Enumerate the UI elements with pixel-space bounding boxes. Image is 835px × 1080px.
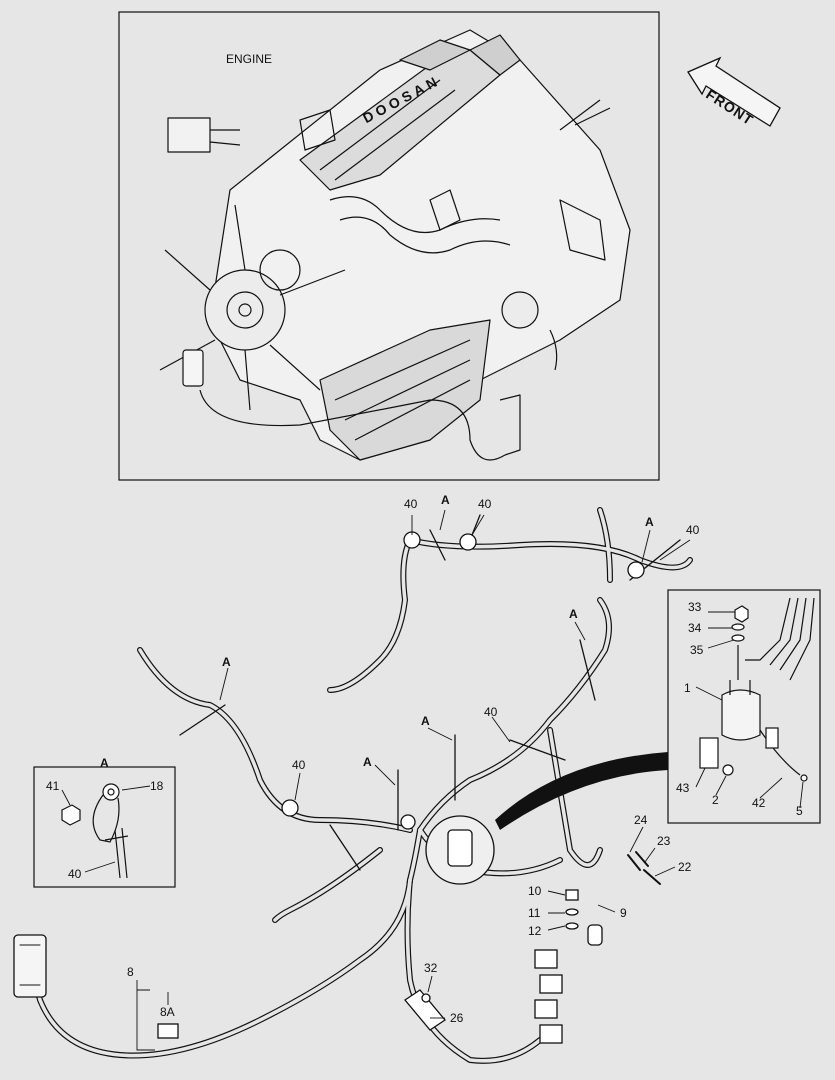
callout-1: 1: [684, 681, 691, 695]
main-connector: [13, 934, 47, 998]
callout-8a: 8A: [160, 1005, 175, 1019]
callout-24: 24: [634, 813, 648, 827]
callout-34: 34: [688, 621, 702, 635]
callout-8: 8: [127, 965, 134, 979]
callout-40-detail: 40: [68, 867, 82, 881]
callout-a-center-left: A: [363, 755, 372, 769]
detail-a-panel: [33, 766, 176, 888]
callout-11: 11: [528, 906, 541, 920]
front-arrow: [687, 56, 781, 127]
callout-35: 35: [690, 643, 704, 657]
callout-22: 22: [678, 860, 692, 874]
callout-41: 41: [46, 779, 60, 793]
callout-18: 18: [150, 779, 164, 793]
callout-40-top-right: 40: [686, 523, 700, 537]
callout-a-center: A: [421, 714, 430, 728]
callout-26: 26: [450, 1011, 464, 1025]
leader-lines: [136, 509, 691, 1051]
detail-relay-panel: [667, 589, 821, 824]
callout-40-left: 40: [292, 758, 306, 772]
callout-10: 10: [528, 884, 542, 898]
callout-a-mid-right: A: [569, 607, 578, 621]
callout-32: 32: [424, 961, 438, 975]
callout-5: 5: [796, 804, 803, 818]
callout-9: 9: [620, 906, 627, 920]
callout-23: 23: [657, 834, 671, 848]
callout-a-left: A: [222, 655, 231, 669]
callout-33: 33: [688, 600, 702, 614]
callout-12: 12: [528, 924, 542, 938]
engine-illustration: [159, 29, 631, 461]
callout-2: 2: [712, 793, 719, 807]
callout-40-top-mid: 40: [478, 497, 492, 511]
callout-a-top: A: [441, 493, 450, 507]
main-harness: [13, 507, 693, 1064]
engine-panel: [118, 11, 781, 481]
callout-40-mid: 40: [484, 705, 498, 719]
engine-title: ENGINE: [226, 52, 273, 66]
detail-a-header: A: [100, 756, 109, 770]
callout-42: 42: [752, 796, 766, 810]
callout-40-top-left: 40: [404, 497, 418, 511]
callout-a-top-right: A: [645, 515, 654, 529]
callout-43: 43: [676, 781, 690, 795]
